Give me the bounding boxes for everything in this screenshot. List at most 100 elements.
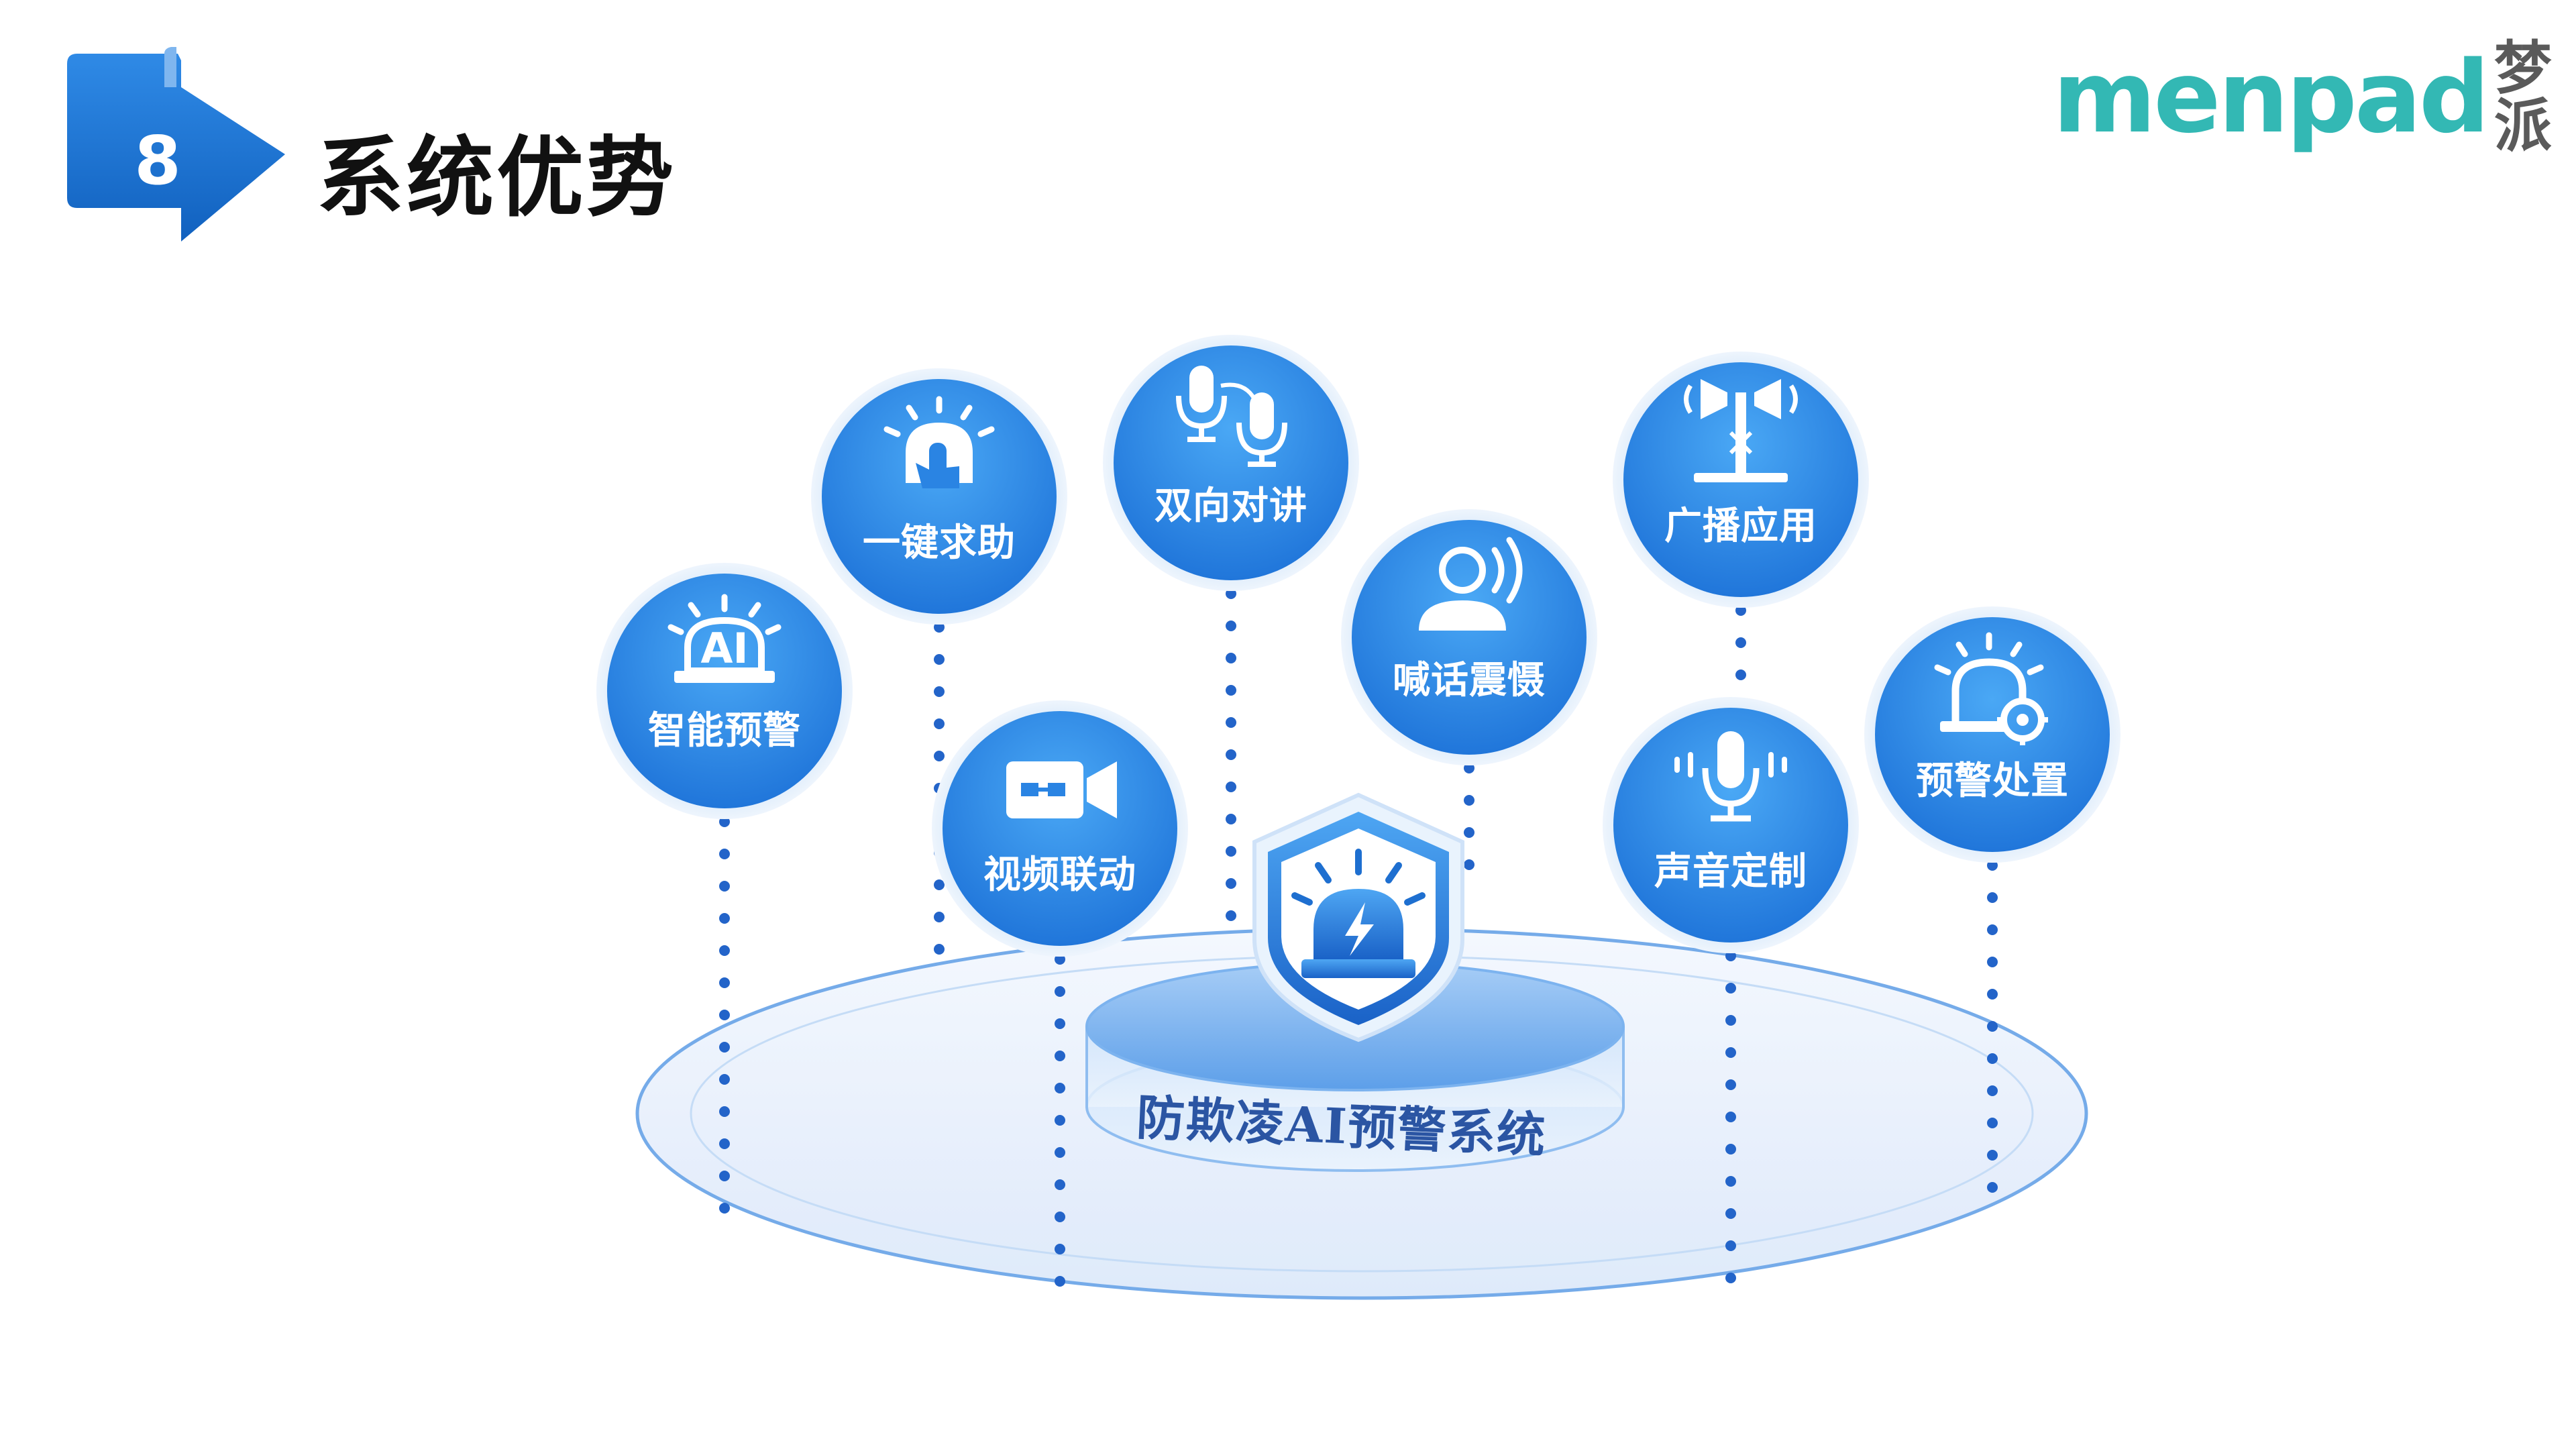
connector-dot bbox=[934, 718, 945, 729]
brand-logo-cjk: 梦派 bbox=[2493, 35, 2552, 160]
connector-dot bbox=[719, 945, 730, 956]
connector-dot bbox=[1725, 983, 1736, 994]
connector-dot bbox=[1987, 1053, 1998, 1064]
connector-dot bbox=[934, 654, 945, 665]
connector-dot bbox=[1055, 986, 1065, 997]
svg-text:AI: AI bbox=[700, 624, 748, 673]
connector-dot bbox=[1226, 588, 1236, 599]
connector-dot bbox=[1725, 1208, 1736, 1219]
connector-dot bbox=[1226, 749, 1236, 760]
ai-alarm-icon: AI bbox=[667, 594, 782, 683]
connector-dot bbox=[1987, 1085, 1998, 1096]
connector-dot bbox=[1725, 1144, 1736, 1155]
connector-dot bbox=[1226, 814, 1236, 824]
connector-dot bbox=[719, 1203, 730, 1214]
connector-dot bbox=[1725, 1112, 1736, 1122]
connector-dot bbox=[934, 944, 945, 955]
connector-dot bbox=[1987, 1021, 1998, 1032]
connector-dot bbox=[1226, 685, 1236, 696]
connector-dot bbox=[1725, 1047, 1736, 1058]
connector-dot bbox=[719, 849, 730, 859]
connector-dot bbox=[1226, 717, 1236, 728]
connector-dot bbox=[1055, 1276, 1065, 1287]
connector-dot bbox=[1226, 653, 1236, 663]
node-label-two-way-intercom: 双向对讲 bbox=[1155, 484, 1307, 528]
node-label-shout-deterrence: 喊话震慑 bbox=[1393, 659, 1546, 702]
shout-deterrence-node bbox=[1341, 509, 1597, 765]
connector-dot bbox=[1735, 637, 1746, 648]
connector-dot bbox=[1725, 1176, 1736, 1187]
connector-dot bbox=[1055, 1147, 1065, 1158]
alarm-settings-icon bbox=[1934, 632, 2048, 745]
node-label-video-linkage: 视频联动 bbox=[983, 853, 1136, 897]
connector-dot bbox=[719, 977, 730, 988]
connector-dot bbox=[1226, 878, 1236, 889]
connector-dot bbox=[719, 1010, 730, 1020]
connector-dot bbox=[719, 816, 730, 827]
connector-dot bbox=[1055, 1244, 1065, 1254]
connector-dot bbox=[719, 881, 730, 892]
connector-dot bbox=[1735, 669, 1746, 680]
microphone-node bbox=[1603, 697, 1859, 953]
two-way-intercom-icon bbox=[1176, 366, 1287, 467]
video-camera-icon bbox=[1006, 761, 1117, 818]
connector-dot bbox=[719, 1171, 730, 1181]
connector-dot bbox=[1987, 1150, 1998, 1161]
ai-alarm-node: AI bbox=[596, 563, 853, 819]
connector-dot bbox=[1725, 951, 1736, 961]
connector-dot bbox=[934, 879, 945, 890]
connector-dot bbox=[1226, 910, 1236, 921]
microphone-icon bbox=[1674, 731, 1787, 822]
connector-dot bbox=[719, 1106, 730, 1117]
connector-dot bbox=[1987, 1118, 1998, 1128]
connector-dot bbox=[1725, 1079, 1736, 1090]
section-number: 8 bbox=[134, 121, 181, 200]
one-key-help-icon bbox=[883, 396, 995, 488]
connector-dot bbox=[1055, 1212, 1065, 1222]
one-key-help-node bbox=[811, 368, 1067, 625]
brand-logo-latin: menpad bbox=[2053, 40, 2490, 155]
connector-dot bbox=[1987, 860, 1998, 871]
connector-dot bbox=[1725, 1240, 1736, 1251]
two-way-intercom-node bbox=[1103, 335, 1359, 591]
connector-dot bbox=[1226, 621, 1236, 631]
connector-dot bbox=[1735, 605, 1746, 616]
connector-dot bbox=[1987, 1182, 1998, 1193]
connector-lines bbox=[719, 588, 1998, 1287]
node-label-one-key-help: 一键求助 bbox=[863, 521, 1016, 565]
connector-dot bbox=[1464, 763, 1474, 773]
connector-dot bbox=[1055, 1179, 1065, 1190]
connector-dot bbox=[934, 686, 945, 697]
broadcast-icon bbox=[1684, 379, 1798, 482]
connector-dot bbox=[1226, 846, 1236, 857]
video-camera-node bbox=[932, 700, 1188, 957]
connector-dot bbox=[719, 1074, 730, 1085]
connector-dot bbox=[934, 751, 945, 761]
connector-dot bbox=[1055, 1051, 1065, 1061]
connector-dot bbox=[934, 912, 945, 922]
connector-dot bbox=[1055, 954, 1065, 965]
connector-dot bbox=[1464, 827, 1474, 838]
shout-deterrence-icon bbox=[1419, 537, 1523, 631]
connector-dot bbox=[719, 1042, 730, 1053]
node-label-broadcast: 广播应用 bbox=[1664, 504, 1817, 548]
connector-dot bbox=[1226, 782, 1236, 792]
connector-dot bbox=[1055, 1115, 1065, 1126]
connector-dot bbox=[1987, 957, 1998, 967]
shield-alarm-icon bbox=[1252, 792, 1464, 1042]
connector-dot bbox=[1055, 1083, 1065, 1093]
node-label-smart-alert: 智能预警 bbox=[648, 709, 801, 753]
node-label-sound-custom: 声音定制 bbox=[1654, 850, 1807, 894]
connector-dot bbox=[1464, 795, 1474, 806]
connector-dot bbox=[1725, 1015, 1736, 1026]
alarm-settings-node bbox=[1864, 606, 2121, 863]
connector-dot bbox=[934, 622, 945, 633]
node-label-alert-handling: 预警处置 bbox=[1916, 759, 2069, 803]
section-badge bbox=[67, 47, 285, 241]
broadcast-node bbox=[1613, 352, 1869, 608]
connector-dot bbox=[1055, 1018, 1065, 1029]
connector-dot bbox=[1987, 989, 1998, 1000]
connector-dot bbox=[1725, 1273, 1736, 1283]
page-title: 系统优势 bbox=[317, 127, 677, 229]
